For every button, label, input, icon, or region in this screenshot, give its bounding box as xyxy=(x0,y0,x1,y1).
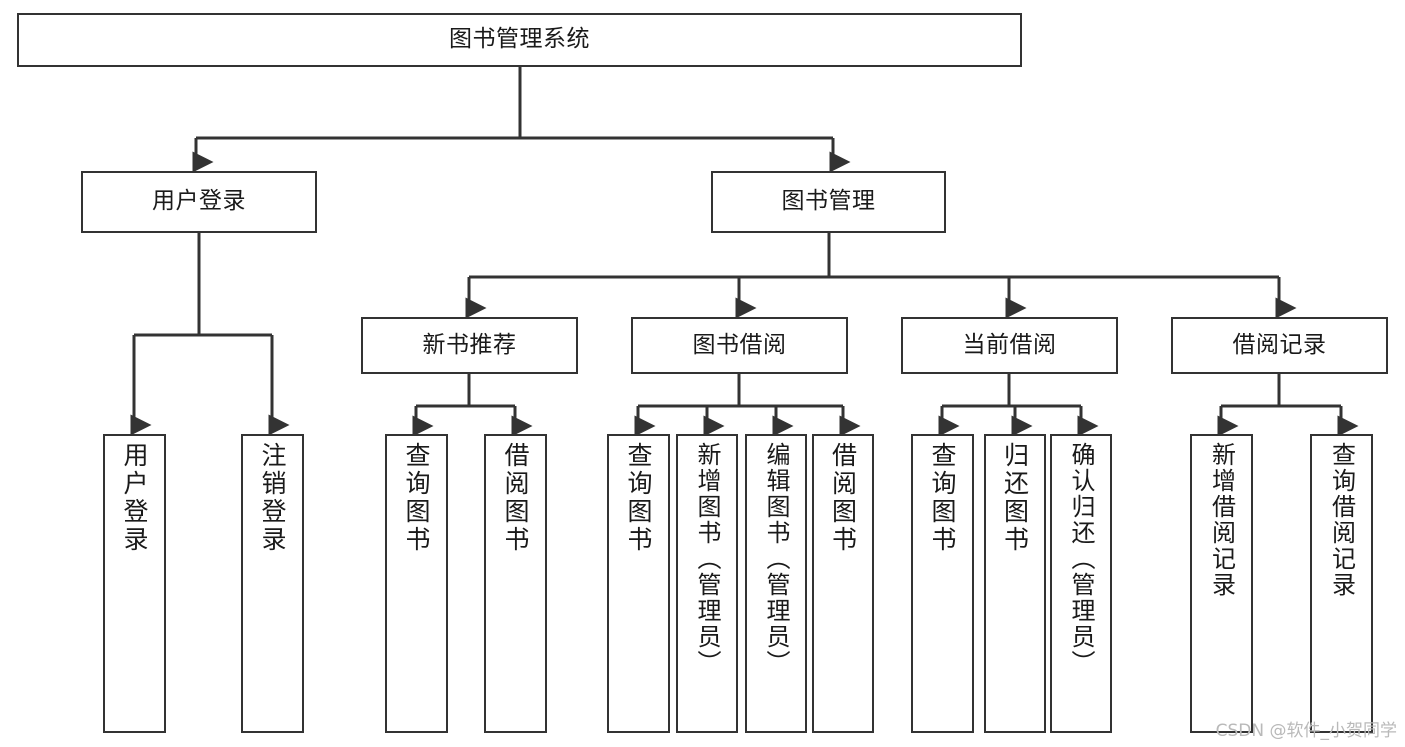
node-book-manage-label: 图书管理 xyxy=(781,188,876,215)
node-leaf-borrow-book-1[interactable]: 借阅图书 xyxy=(484,434,547,733)
node-leaf-query-book-3[interactable]: 查询图书 xyxy=(911,434,974,733)
node-new-book-rec[interactable]: 新书推荐 xyxy=(361,317,578,374)
node-book-manage[interactable]: 图书管理 xyxy=(711,171,946,233)
node-leaf-logout[interactable]: 注销登录 xyxy=(241,434,304,733)
node-leaf-user-login[interactable]: 用户登录 xyxy=(103,434,166,733)
node-leaf-confirm-return-label: 确认归还（管理员） xyxy=(1067,442,1095,676)
node-root[interactable]: 图书管理系统 xyxy=(17,13,1022,67)
node-book-borrow[interactable]: 图书借阅 xyxy=(631,317,848,374)
node-leaf-edit-book[interactable]: 编辑图书（管理员） xyxy=(745,434,807,733)
node-leaf-logout-label: 注销登录 xyxy=(258,442,287,554)
node-leaf-borrow-book-1-label: 借阅图书 xyxy=(501,442,530,554)
node-user-login[interactable]: 用户登录 xyxy=(81,171,317,233)
node-leaf-query-book-1-label: 查询图书 xyxy=(402,442,431,554)
node-leaf-user-login-label: 用户登录 xyxy=(120,442,149,554)
node-leaf-return-book[interactable]: 归还图书 xyxy=(984,434,1046,733)
node-leaf-query-book-3-label: 查询图书 xyxy=(928,442,957,554)
node-leaf-borrow-book-2[interactable]: 借阅图书 xyxy=(812,434,874,733)
node-current-borrow[interactable]: 当前借阅 xyxy=(901,317,1118,374)
node-leaf-add-record-label: 新增借阅记录 xyxy=(1207,442,1236,598)
node-root-label: 图书管理系统 xyxy=(449,26,590,53)
node-user-login-label: 用户登录 xyxy=(152,188,246,215)
node-leaf-query-book-2-label: 查询图书 xyxy=(624,442,653,554)
node-leaf-return-book-label: 归还图书 xyxy=(1000,442,1030,554)
node-new-book-rec-label: 新书推荐 xyxy=(422,331,517,358)
node-leaf-add-book-label: 新增图书（管理员） xyxy=(693,442,721,676)
node-current-borrow-label: 当前借阅 xyxy=(962,331,1057,358)
node-leaf-query-book-2[interactable]: 查询图书 xyxy=(607,434,670,733)
node-leaf-confirm-return[interactable]: 确认归还（管理员） xyxy=(1050,434,1112,733)
node-leaf-query-book-1[interactable]: 查询图书 xyxy=(385,434,448,733)
node-book-borrow-label: 图书借阅 xyxy=(692,331,787,358)
node-leaf-add-book[interactable]: 新增图书（管理员） xyxy=(676,434,738,733)
node-borrow-record-label: 借阅记录 xyxy=(1232,331,1327,358)
node-leaf-query-record[interactable]: 查询借阅记录 xyxy=(1310,434,1373,733)
node-leaf-query-record-label: 查询借阅记录 xyxy=(1327,442,1356,598)
node-leaf-add-record[interactable]: 新增借阅记录 xyxy=(1190,434,1253,733)
node-borrow-record[interactable]: 借阅记录 xyxy=(1171,317,1388,374)
node-leaf-borrow-book-2-label: 借阅图书 xyxy=(828,442,858,554)
node-leaf-edit-book-label: 编辑图书（管理员） xyxy=(762,442,790,676)
